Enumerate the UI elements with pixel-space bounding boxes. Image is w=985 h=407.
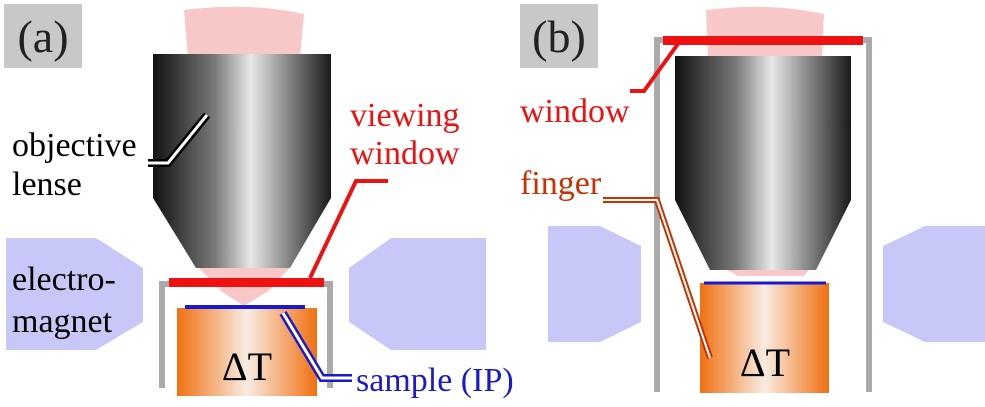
objective-leader-inner bbox=[148, 114, 209, 165]
heater-block bbox=[177, 308, 317, 396]
window-label-line1: viewing bbox=[350, 97, 460, 134]
panel-b: (b) ΔT window finger bbox=[520, 4, 985, 393]
objective-label-line2: lense bbox=[12, 166, 82, 203]
window-leader bbox=[630, 39, 682, 93]
sample-label: sample (IP) bbox=[356, 362, 514, 399]
light-beam-top bbox=[706, 6, 824, 59]
objective-lens bbox=[153, 54, 331, 268]
magnet-pole-right bbox=[349, 238, 486, 350]
window-label: window bbox=[520, 93, 630, 130]
light-beam-top bbox=[184, 6, 304, 59]
objective-lens bbox=[675, 56, 851, 270]
finger-leader-inner bbox=[603, 199, 711, 359]
magnet-label-line1: electro- bbox=[12, 261, 116, 298]
magnet-pole-left bbox=[6, 238, 143, 350]
panel-b-label-box bbox=[520, 4, 598, 68]
panel-a-label: (a) bbox=[17, 11, 68, 62]
magnet-pole-left bbox=[548, 226, 641, 342]
sample-leader-inner bbox=[281, 312, 352, 380]
panel-a-label-box bbox=[4, 4, 82, 68]
magnet-pole-right bbox=[883, 226, 985, 342]
objective-label-line1: objective bbox=[12, 127, 137, 164]
window-label-line2: window bbox=[350, 135, 460, 172]
window bbox=[663, 36, 863, 45]
temperature-label: ΔT bbox=[222, 344, 272, 389]
window-leader bbox=[308, 179, 388, 279]
temperature-label: ΔT bbox=[740, 340, 790, 385]
magnet-label-line2: magnet bbox=[12, 303, 113, 340]
panel-b-label: (b) bbox=[532, 11, 586, 62]
finger-label: finger bbox=[520, 165, 602, 202]
panel-a: (a) electro- magnet ΔT objective lense v… bbox=[4, 4, 514, 399]
heater-block bbox=[700, 283, 829, 393]
viewing-window bbox=[169, 278, 324, 287]
